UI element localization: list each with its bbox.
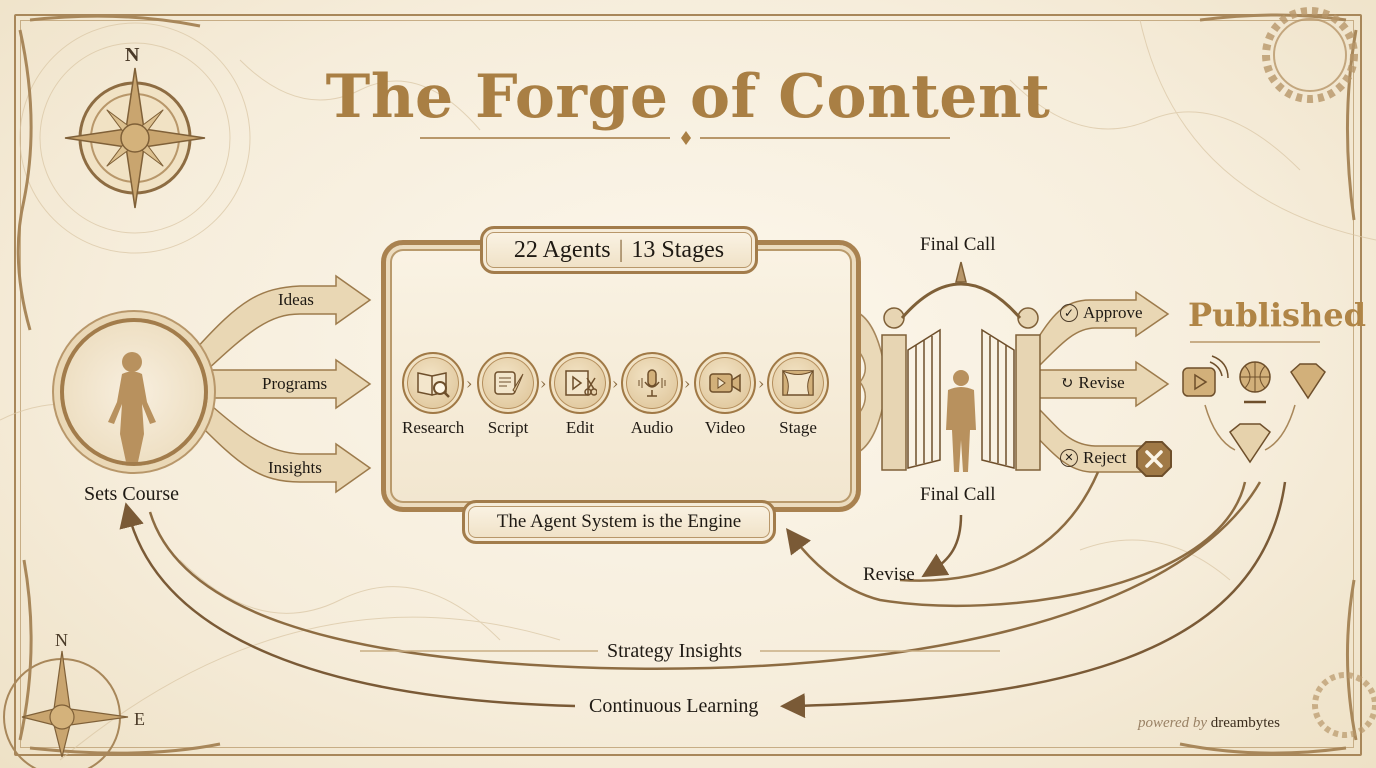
final-call-top-label: Final Call [920, 234, 996, 255]
creator-medallion [60, 318, 208, 466]
powered-by: powered by dreambytes [1138, 715, 1280, 731]
decision-approve: ✓ Approve [1060, 303, 1142, 323]
compass-north-label: N [125, 44, 140, 66]
stage-arrow-icon: › [466, 374, 473, 393]
film-scissors-icon [565, 370, 597, 396]
stage-video: Video [694, 352, 756, 438]
microphone-icon [638, 369, 666, 397]
scroll-quill-icon [494, 371, 524, 395]
page-title: The Forge of Content [325, 62, 1051, 132]
agents-count: 22 Agents [513, 236, 611, 263]
gear-icon [1262, 7, 1358, 103]
loop-revise-label: Revise [863, 564, 915, 585]
woman-silhouette-icon [108, 352, 156, 462]
decision-revise: ↻ Revise [1060, 373, 1125, 392]
output-programs-label: Programs [262, 374, 328, 393]
x-octagon-icon [1136, 441, 1172, 477]
stage-edit: Edit [549, 352, 611, 438]
compass-rose-bottom-icon [3, 650, 129, 768]
stage-research: Research [402, 352, 464, 438]
person-silhouette-icon [946, 370, 976, 472]
theater-curtain-icon [782, 369, 814, 396]
inner-frame [20, 20, 1354, 748]
stage-arrow-icon: › [684, 374, 691, 393]
stage-arrow-icon: › [758, 374, 765, 393]
output-ideas-label: Ideas [278, 290, 314, 309]
gate-illustration [881, 261, 1041, 471]
outer-frame [14, 14, 1362, 756]
stage-script: Script [477, 352, 539, 438]
compass-rose-top-icon [64, 67, 206, 209]
stage-audio: Audio [621, 352, 683, 438]
video-camera-icon [709, 373, 741, 393]
stages-count: 13 Stages [631, 236, 725, 263]
engine-footer-plaque: The Agent System is the Engine [462, 500, 776, 544]
loop-strategy-label: Strategy Insights [607, 640, 742, 662]
stage-arrow-icon: › [540, 374, 547, 393]
check-circle-icon: ✓ [1060, 304, 1078, 322]
published-label: Published [1188, 296, 1367, 334]
final-call-bottom-label: Final Call [920, 484, 996, 505]
engine-header-plaque: 22 Agents | 13 Stages [480, 226, 758, 274]
x-circle-icon: ✕ [1060, 449, 1078, 467]
stage-stage: Stage [767, 352, 829, 438]
output-insights-label: Insights [268, 458, 322, 477]
refresh-icon: ↻ [1060, 375, 1074, 392]
creator-label: Sets Course [84, 483, 179, 505]
published-icons [1182, 341, 1326, 464]
stage-arrow-icon: › [612, 374, 619, 393]
compass-north-label-bottom: N [55, 630, 68, 650]
compass-east-label: E [134, 709, 145, 729]
loop-learning-label: Continuous Learning [589, 695, 759, 717]
book-magnifier-icon [417, 372, 450, 398]
decision-reject: ✕ Reject [1060, 448, 1126, 468]
